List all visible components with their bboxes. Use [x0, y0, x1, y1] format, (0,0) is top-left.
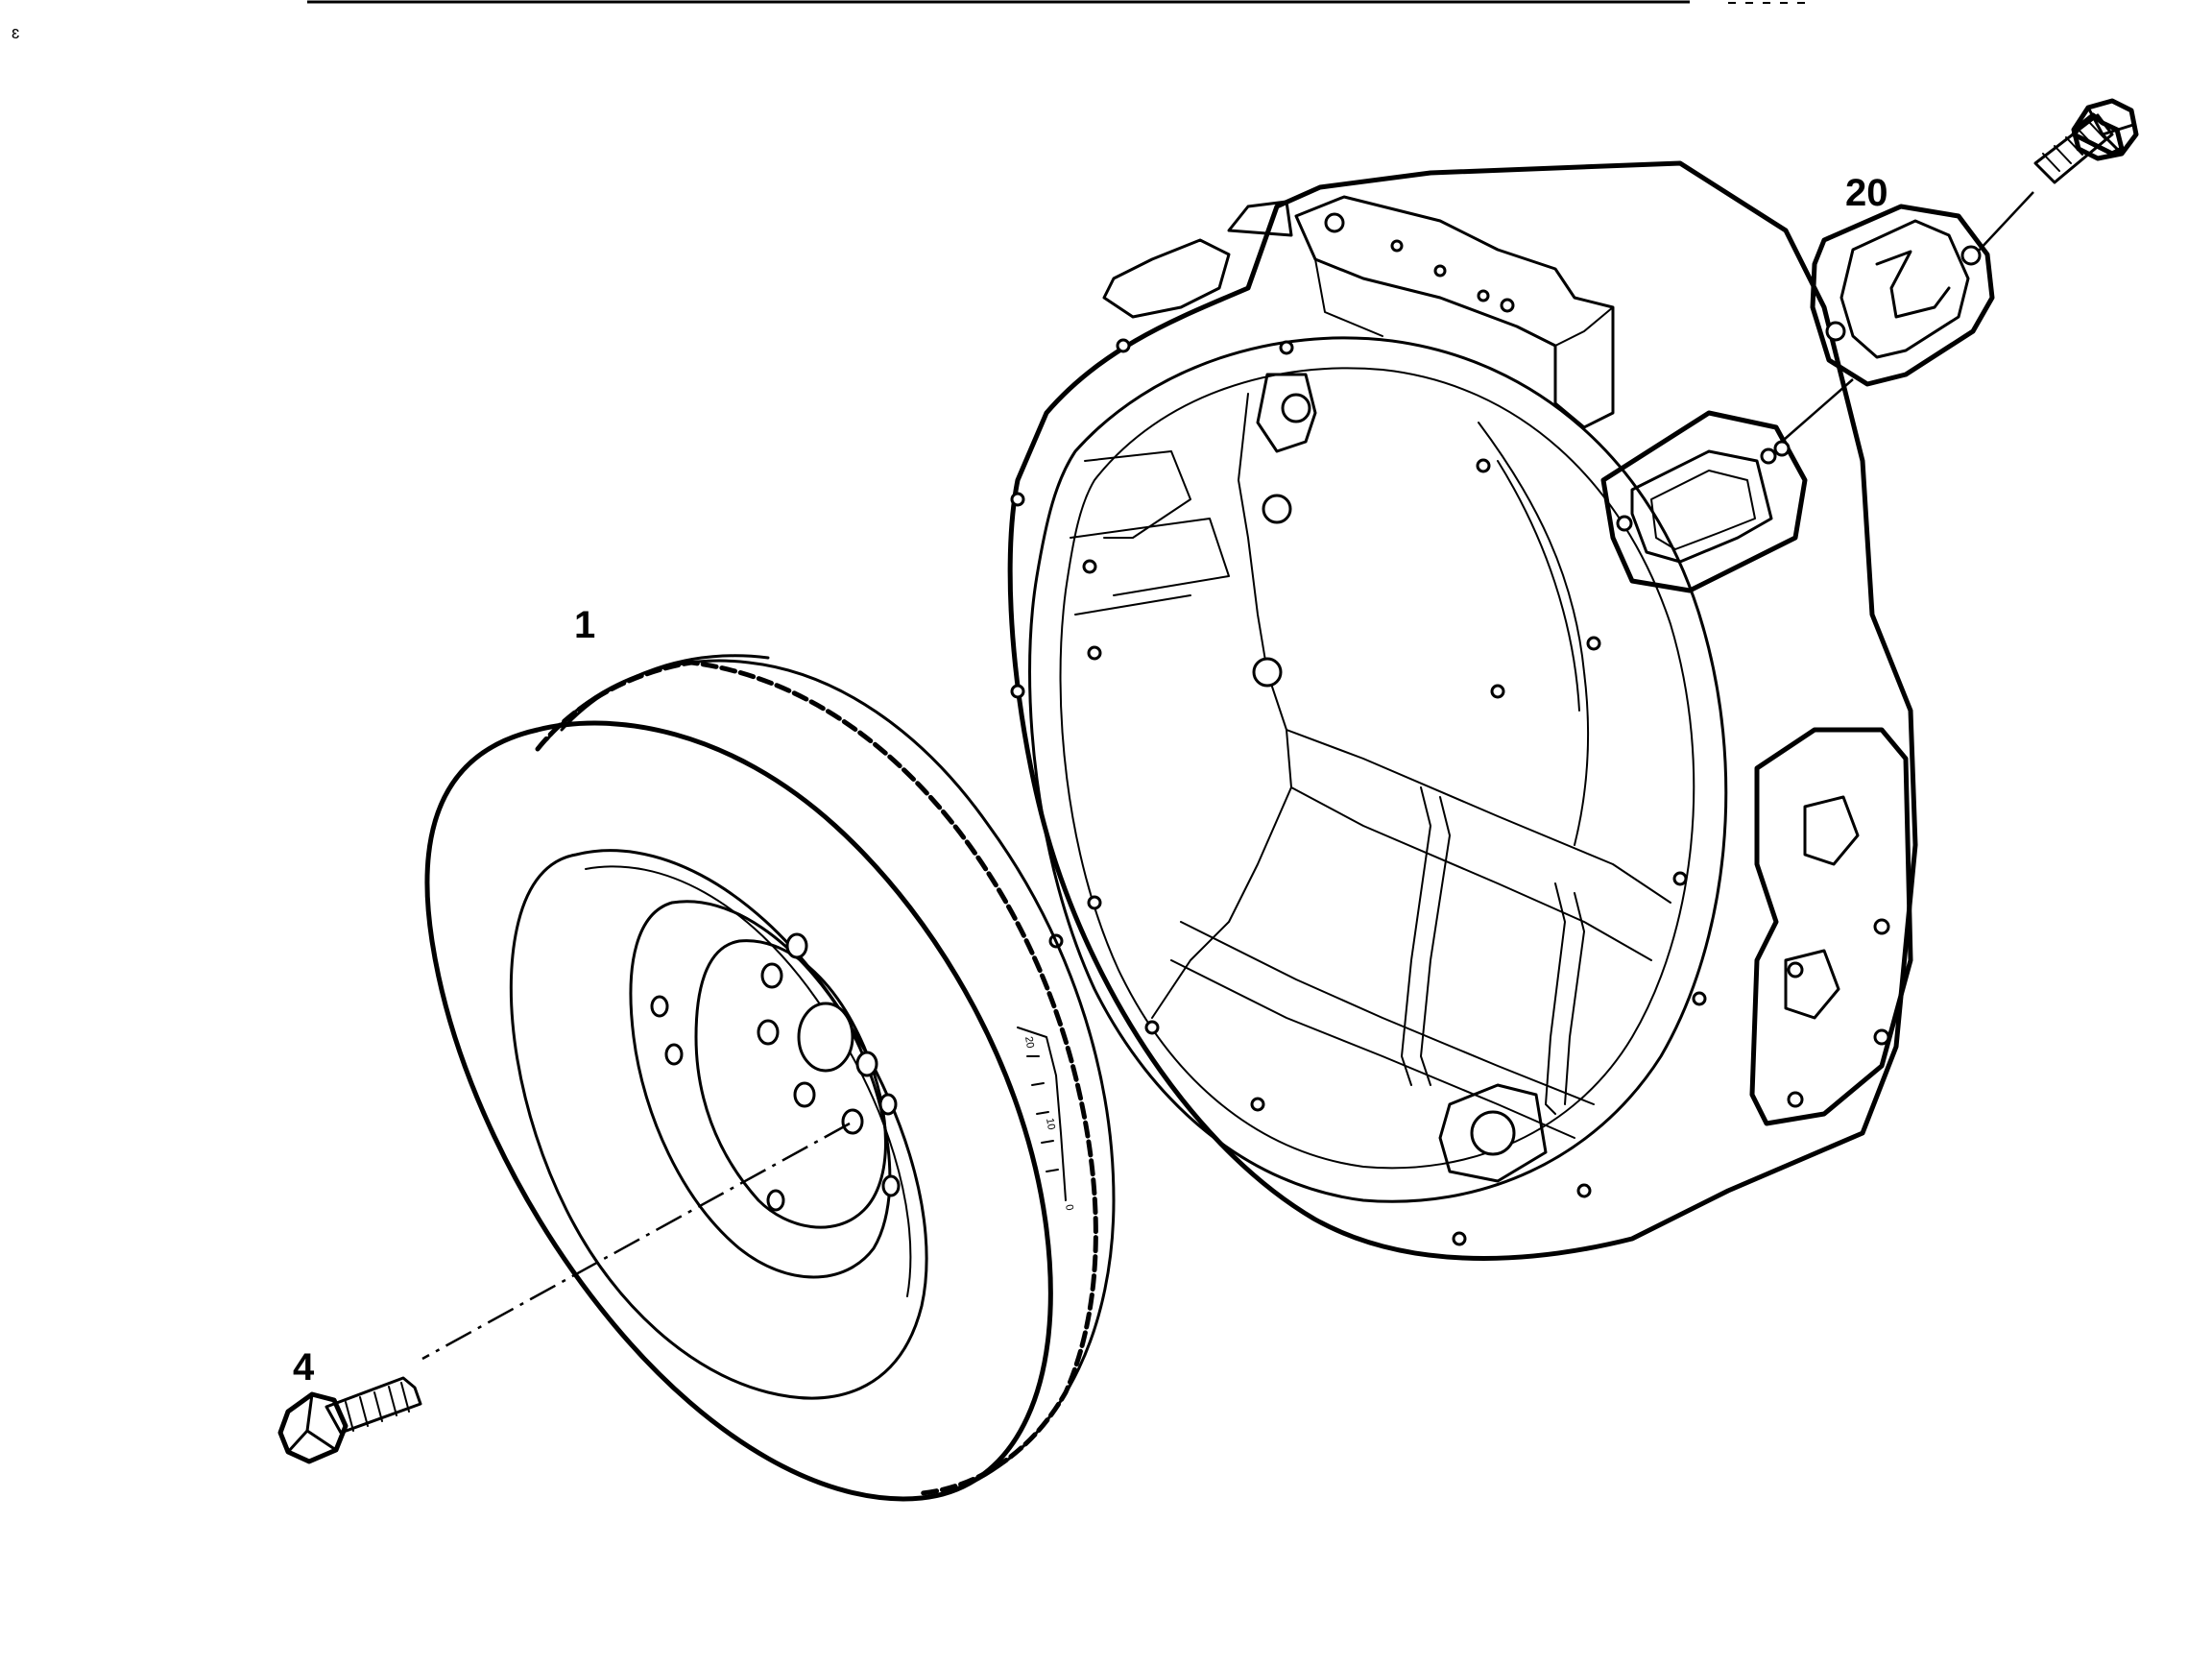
callout-label-20: 20 [1845, 172, 1888, 214]
callout-label-4: 4 [293, 1346, 315, 1389]
leader-line-cover-bolt [1977, 191, 2034, 253]
ring-gear-teeth [535, 660, 1098, 1496]
scale-mark-20: 20 [1022, 1035, 1036, 1049]
scale-mark-10: 10 [1044, 1117, 1057, 1130]
leader-line-plate [1783, 378, 1854, 441]
leader-line-bolt [421, 1122, 851, 1361]
callout-label-1: 1 [574, 604, 595, 646]
flywheel-bolt [277, 1376, 422, 1464]
cover-bolt [2033, 98, 2139, 184]
inspection-cover-plate [1810, 204, 1995, 387]
timing-scale: 20 10 0 [1017, 1027, 1075, 1212]
flywheel-with-ring-gear: 20 10 0 [424, 654, 1116, 1502]
corner-mark: ɛ [12, 23, 19, 42]
flywheel-housing [1007, 160, 1918, 1261]
scale-mark-0: 0 [1063, 1203, 1075, 1211]
